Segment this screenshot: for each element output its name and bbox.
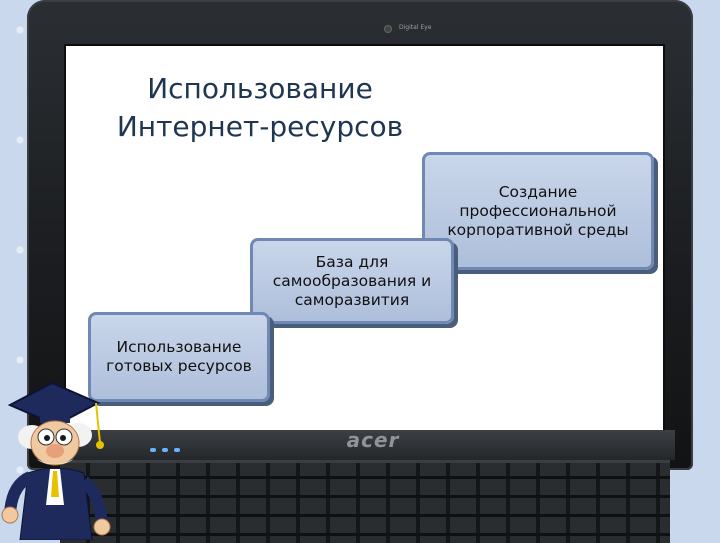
slide-title: Использование Интернет-ресурсов	[70, 70, 450, 146]
status-indicators	[150, 448, 190, 454]
step-box-3-label: Создание профессиональной корпоративной …	[447, 182, 629, 239]
step-box-3: Создание профессиональной корпоративной …	[422, 152, 654, 270]
keyboard-rows	[60, 460, 670, 540]
webcam-icon	[385, 26, 391, 32]
step-box-1: Использование готовых ресурсов	[88, 312, 270, 402]
laptop-hinge	[45, 430, 675, 460]
slide-title-line-1: Использование	[147, 72, 373, 105]
step-box-1-label: Использование готовых ресурсов	[106, 338, 252, 375]
step-box-2: База для самообразования и саморазвития	[250, 238, 454, 324]
brand-logo: acer	[346, 428, 400, 452]
laptop-top-label: Digital Eye	[399, 24, 432, 31]
professor-icon	[1, 381, 111, 540]
step-box-2-label: База для самообразования и саморазвития	[272, 252, 432, 309]
slide-title-line-2: Интернет-ресурсов	[116, 110, 404, 143]
